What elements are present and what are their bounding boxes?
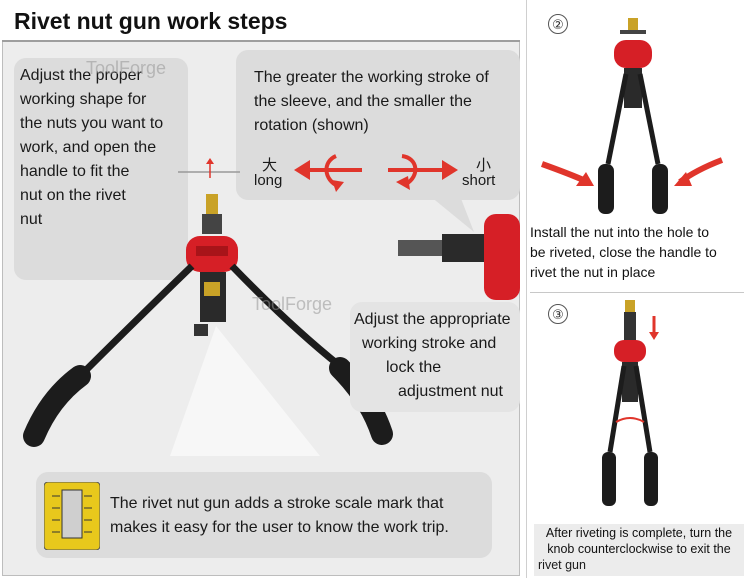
step-divider <box>530 292 744 293</box>
adjust-stroke-line: lock the <box>386 359 442 376</box>
rivet-gun-detail <box>398 214 520 300</box>
adjust-stroke-line: adjustment nut <box>398 383 503 400</box>
stroke-scale-icon <box>44 482 100 550</box>
stroke-info-line: the sleeve, and the smaller the <box>254 93 472 110</box>
long-label: long <box>254 172 283 189</box>
adjust-shape-callout <box>14 58 188 280</box>
callout-pointer <box>430 196 474 232</box>
stroke-info-line: rotation (shown) <box>254 117 369 134</box>
long-char: 大 <box>262 157 278 174</box>
short-char: 小 <box>476 157 492 174</box>
scale-mark-line: makes it easy for the user to know the w… <box>110 519 449 536</box>
watermark: ToolForge <box>86 58 167 78</box>
adjust-shape-line: Adjust the proper <box>20 67 142 84</box>
step3-caption-box <box>534 524 744 576</box>
step2-caption-line: Install the nut into the hole to <box>530 224 710 240</box>
adjust-shape-line: working shape for <box>20 91 147 108</box>
scale-mark-callout <box>36 472 492 558</box>
rivet-gun-illustration <box>23 194 393 456</box>
adjust-shape-line: handle to fit the <box>20 163 130 180</box>
adjust-stroke-callout <box>350 302 520 412</box>
page-title: Rivet nut gun work steps <box>14 8 288 34</box>
step3-caption-line: After riveting is complete, turn the <box>545 526 733 540</box>
step3-illustration <box>602 300 659 506</box>
step2-illustration <box>540 18 724 214</box>
adjust-shape-line: the nuts you want to <box>20 115 164 132</box>
stroke-info-line: The greater the working stroke of <box>254 69 489 86</box>
adjust-shape-line: work, and open the <box>20 139 157 156</box>
adjust-stroke-line: Adjust the appropriate <box>354 311 511 328</box>
adjust-shape-line: nut <box>20 211 43 228</box>
rotate-arrow-icon <box>294 154 458 192</box>
short-label: short <box>462 172 496 189</box>
step3-caption-line: rivet gun <box>538 558 586 572</box>
adjust-stroke-line: working stroke and <box>362 335 497 352</box>
title-bar <box>2 2 520 42</box>
reference-line <box>178 158 240 178</box>
step-number: ③ <box>548 304 568 324</box>
watermark: ToolForge <box>252 294 333 314</box>
step2-caption-line: rivet the nut in place <box>530 264 656 280</box>
scale-mark-line: The rivet nut gun adds a stroke scale ma… <box>110 495 444 512</box>
step2-caption-line: be riveted, close the handle to <box>530 244 717 260</box>
adjust-shape-line: nut on the rivet <box>20 187 126 204</box>
stroke-info-callout <box>236 50 520 200</box>
step-number: ② <box>548 14 568 34</box>
step3-caption-line: knob counterclockwise to exit the <box>547 542 731 556</box>
